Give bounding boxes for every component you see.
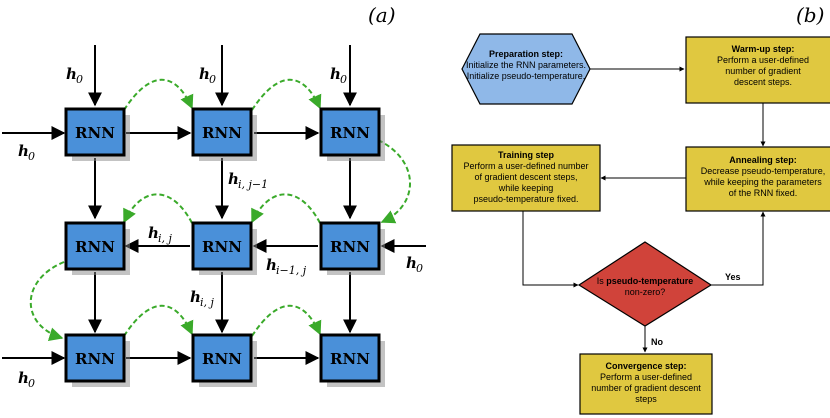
dashed-row1-c2-c3 (251, 78, 322, 111)
preparation-step: Preparation step: Initialize the RNN par… (461, 33, 591, 105)
dashed-row2-c3-c2 (251, 193, 321, 224)
annealing-step: Annealing step: Decrease pseudo-temperat… (685, 146, 830, 212)
svg-text:RNN: RNN (75, 124, 115, 142)
svg-text:h: h (330, 65, 341, 83)
preparation-line-1: Initialize the RNN parameters. (466, 60, 586, 70)
decision-node: Is pseudo-temperature non-zero? (577, 241, 713, 327)
annealing-line-2: while keeping the parameters (703, 177, 822, 187)
dashed-row3-c2-c3 (251, 304, 322, 337)
h0-label-row2: h 0 (406, 254, 423, 275)
warmup-step: Warm-up step: Perform a user-defined num… (685, 36, 830, 104)
warmup-line-1: Perform a user-defined (717, 55, 809, 65)
h0-label-row3: h 0 (18, 369, 35, 390)
h0-label-top-col2: h 0 (199, 65, 216, 86)
rnn-cell-r3-c3: RNN (319, 333, 385, 387)
svg-text:i−1, j: i−1, j (276, 264, 307, 277)
rnn-cell-r1-c2: RNN (191, 107, 257, 161)
dashed-row1-c1-c2 (123, 78, 194, 111)
h-ij-label-vertical: h i, j (190, 288, 215, 309)
svg-text:h: h (190, 288, 201, 306)
panel-b-label: (b) (796, 3, 824, 27)
convergence-step: Convergence step: Perform a user-defined… (579, 353, 713, 415)
svg-text:h: h (266, 256, 277, 274)
decision-line-1: Is pseudo-temperature (597, 276, 694, 286)
rnn-cell-r2-c1: RNN (64, 221, 130, 275)
flow-training-decision (522, 211, 579, 288)
svg-text:h: h (66, 65, 77, 83)
svg-text:RNN: RNN (202, 238, 242, 256)
no-label: No (651, 337, 663, 347)
training-line-2: of gradient descent steps, (474, 172, 577, 182)
h0-label-top-col1: h 0 (66, 65, 83, 86)
warmup-line-2: number of gradient (725, 66, 801, 76)
svg-text:RNN: RNN (75, 350, 115, 368)
svg-text:i, j: i, j (158, 232, 173, 245)
convergence-line-3: steps (635, 394, 657, 404)
svg-text:0: 0 (340, 73, 347, 86)
convergence-line-1: Perform a user-defined (600, 372, 692, 382)
svg-text:i, j−1: i, j−1 (238, 178, 268, 191)
preparation-line-2: Initialize pseudo-temperature. (467, 71, 586, 81)
svg-text:0: 0 (209, 73, 216, 86)
h-ij-minus-label: h i, j−1 (228, 170, 268, 191)
svg-text:0: 0 (416, 262, 423, 275)
svg-text:RNN: RNN (330, 124, 370, 142)
convergence-title: Convergence step: (605, 361, 686, 371)
svg-text:RNN: RNN (202, 350, 242, 368)
panel-a-label: (a) (368, 3, 396, 27)
h-im1j-label: h i−1, j (266, 256, 307, 277)
svg-text:RNN: RNN (75, 238, 115, 256)
svg-text:h: h (406, 254, 417, 272)
rnn-cell-r1-c3: RNN (319, 107, 385, 161)
warmup-title: Warm-up step: (732, 44, 795, 54)
rnn-cell-r2-c2: RNN (191, 221, 257, 275)
preparation-title: Preparation step: (489, 49, 563, 59)
annealing-title: Annealing step: (729, 155, 797, 165)
rnn-cell-r3-c2: RNN (191, 333, 257, 387)
decision-line-2: non-zero? (625, 287, 666, 297)
dashed-r2c1-r3c1 (29, 261, 65, 341)
panel-b: (b) Yes No Preparation step: Initialize … (451, 3, 830, 415)
svg-text:i, j: i, j (200, 296, 215, 309)
svg-text:h: h (148, 224, 159, 242)
svg-text:RNN: RNN (330, 350, 370, 368)
training-title: Training step (498, 150, 555, 160)
h-ij-label-row2: h i, j (148, 224, 173, 245)
svg-text:h: h (199, 65, 210, 83)
dashed-row3-c1-c2 (123, 304, 194, 337)
training-line-4: pseudo-temperature fixed. (473, 194, 578, 204)
warmup-line-3: descent steps. (734, 77, 792, 87)
training-line-1: Perform a user-defined number (463, 161, 588, 171)
svg-text:0: 0 (28, 150, 35, 163)
training-step: Training step Perform a user-defined num… (451, 144, 601, 212)
training-line-3: while keeping (498, 183, 554, 193)
svg-text:RNN: RNN (330, 238, 370, 256)
rnn-cell-r1-c1: RNN (64, 107, 130, 161)
dashed-row2-c2-c1 (123, 193, 193, 224)
svg-text:0: 0 (76, 73, 83, 86)
annealing-line-1: Decrease pseudo-temperature, (701, 166, 826, 176)
yes-label: Yes (725, 272, 741, 282)
svg-text:h: h (18, 142, 29, 160)
svg-text:h: h (18, 369, 29, 387)
flow-decision-annealing (711, 211, 766, 286)
svg-text:0: 0 (28, 377, 35, 390)
rnn-cell-r3-c1: RNN (64, 333, 130, 387)
panel-a: (a) h 0 h 0 h 0 h 0 (2, 3, 426, 390)
svg-text:h: h (228, 170, 239, 188)
convergence-line-2: number of gradient descent (591, 383, 701, 393)
svg-text:RNN: RNN (202, 124, 242, 142)
annealing-line-3: of the RNN fixed. (729, 188, 798, 198)
h0-label-top-col3: h 0 (330, 65, 347, 86)
rnn-cell-r2-c3: RNN (319, 221, 385, 275)
h0-label-row1: h 0 (18, 142, 35, 163)
